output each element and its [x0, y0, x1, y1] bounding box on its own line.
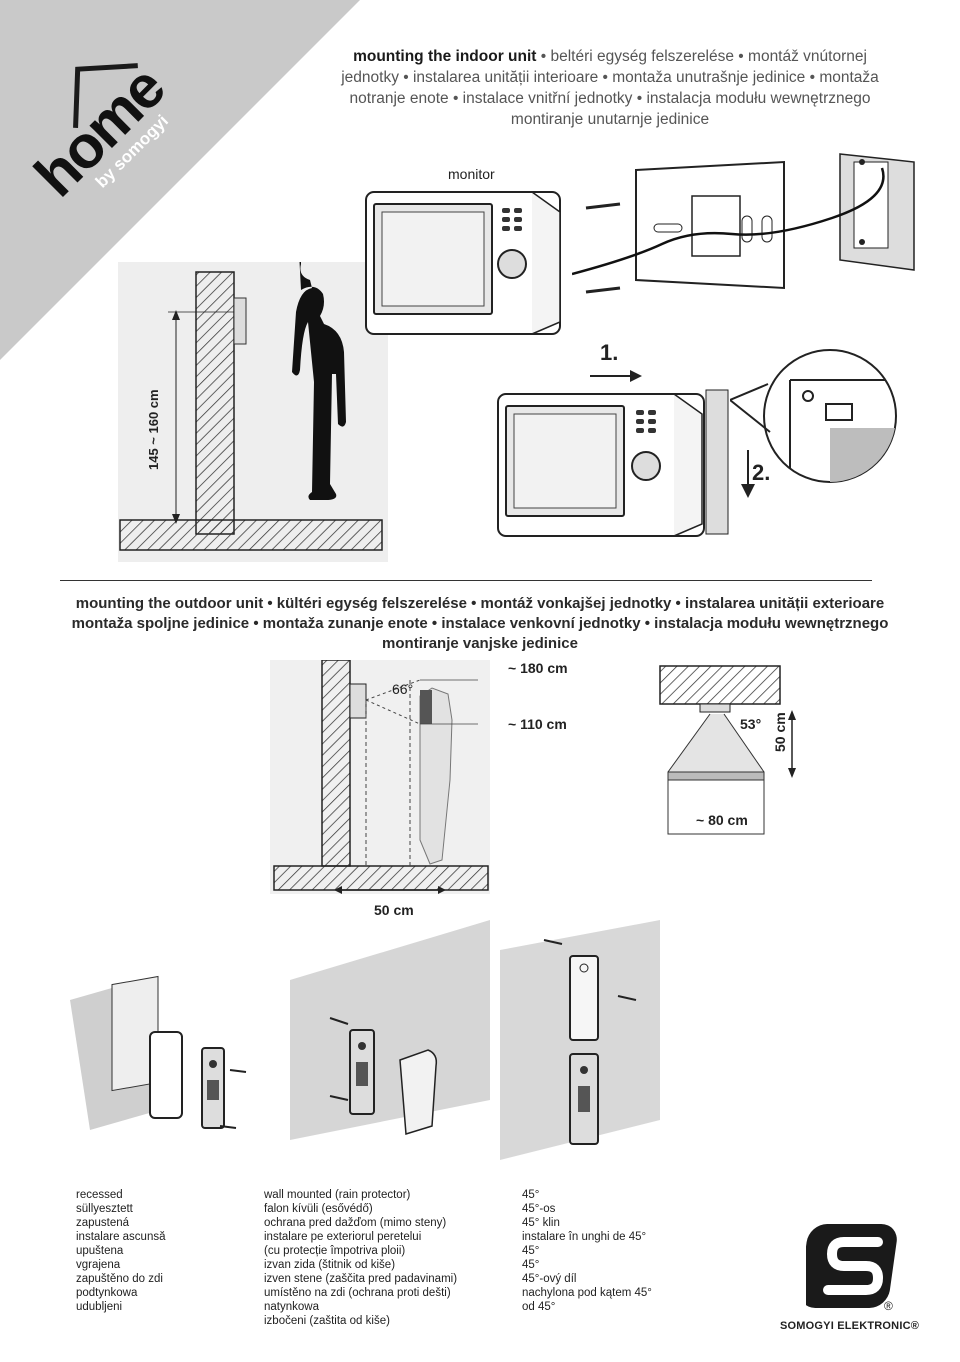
caption-line: recessed: [76, 1189, 123, 1201]
step1-arrow: [590, 370, 642, 382]
step1-label: 1.: [600, 340, 619, 365]
caption-line: wall mounted (rain protector): [264, 1189, 411, 1201]
caption-line: izvan zida (štitnik od kiše): [264, 1259, 396, 1271]
caption-line: instalare ascunsă: [76, 1231, 166, 1243]
caption-col-angled: 45° 45°-os 45° klin instalare în unghi d…: [522, 1188, 652, 1314]
caption-line: instalare pe exteriorul peretelui: [264, 1231, 422, 1243]
height-low-label: ~ 110 cm: [508, 716, 567, 732]
angle1-label: 66°: [392, 681, 413, 697]
step2-arrow: [741, 450, 755, 498]
caption-line: zapuštěno do zdi: [76, 1273, 163, 1285]
caption-line: instalare în unghi de 45°: [522, 1231, 647, 1243]
distance-arrow: [334, 886, 446, 894]
brand-name: SOMOGYI ELEKTRONIC®: [780, 1320, 920, 1332]
recessed-mount-diagram: [70, 975, 247, 1130]
caption-line: 45°-os: [522, 1203, 556, 1215]
caption-line: izbočeni (zaštita od kiše): [264, 1315, 390, 1327]
bracket-zoom-detail: [730, 349, 897, 483]
indoor-wall-person-diagram: 145 ~ 160 cm: [118, 262, 388, 562]
caption-line: (cu protecție împotriva ploii): [264, 1245, 406, 1257]
caption-line: natynkowa: [264, 1301, 319, 1313]
height-high-label: ~ 180 cm: [508, 660, 568, 676]
caption-line: 45°: [522, 1259, 540, 1271]
height2-label: 50 cm: [772, 712, 788, 752]
caption-line: 45° klin: [522, 1217, 560, 1229]
caption-line: 45°: [522, 1189, 540, 1201]
caption-line: ochrana pred dažďom (mimo steny): [264, 1217, 447, 1229]
caption-line: süllyesztett: [76, 1203, 133, 1215]
caption-col-wall-mounted: wall mounted (rain protector) falon kívü…: [264, 1188, 457, 1328]
caption-line: nachylona pod kątem 45°: [522, 1287, 652, 1299]
indoor-monitor-front: [365, 191, 561, 335]
indoor-monitor-mounted: [497, 389, 729, 537]
somogyi-s-logo-icon: ®: [806, 1224, 897, 1313]
caption-line: zapustená: [76, 1217, 130, 1229]
angle2-label: 53°: [740, 716, 762, 732]
wall-mount-rain-protector-diagram: [290, 920, 490, 1140]
indoor-bracket-diagram: [572, 153, 915, 294]
distance-label: 50 cm: [374, 902, 414, 918]
caption-line: vgrajena: [76, 1259, 121, 1271]
width-label: ~ 80 cm: [696, 812, 748, 828]
indoor-heading-rest: • beltéri egység felszerelése • montáž v…: [341, 48, 879, 128]
indoor-heading-strong: mounting the indoor unit: [353, 48, 537, 65]
height-label: 145 ~ 160 cm: [146, 389, 161, 470]
caption-line: izven stene (zaščita pred padavinami): [264, 1273, 458, 1285]
outdoor-side-view: 66°: [270, 660, 490, 894]
caption-line: 45°-ový díl: [522, 1273, 577, 1285]
outdoor-heading: mounting the outdoor unit • kültéri egys…: [71, 595, 889, 652]
caption-line: falon kívüli (esővédő): [264, 1203, 373, 1215]
caption-line: upuštena: [76, 1245, 124, 1257]
angled-45-mount-diagram: [500, 920, 660, 1160]
caption-line: udubljeni: [76, 1301, 123, 1313]
caption-line: 45°: [522, 1245, 540, 1257]
outdoor-top-view: [659, 665, 796, 835]
registered-mark: ®: [884, 1299, 893, 1313]
caption-line: podtynkowa: [76, 1287, 138, 1299]
step2-label: 2.: [752, 460, 771, 485]
caption-line: od 45°: [522, 1301, 556, 1313]
indoor-heading: mounting the indoor unit • beltéri egysé…: [330, 46, 890, 130]
caption-line: umístěno na zdi (ochrana proti dešti): [264, 1287, 451, 1299]
caption-col-recessed: recessed süllyesztett zapustená instalar…: [76, 1188, 166, 1314]
corner-banner: home by somogyi: [0, 0, 360, 360]
section-divider: [60, 580, 872, 581]
monitor-label: monitor: [448, 166, 495, 182]
